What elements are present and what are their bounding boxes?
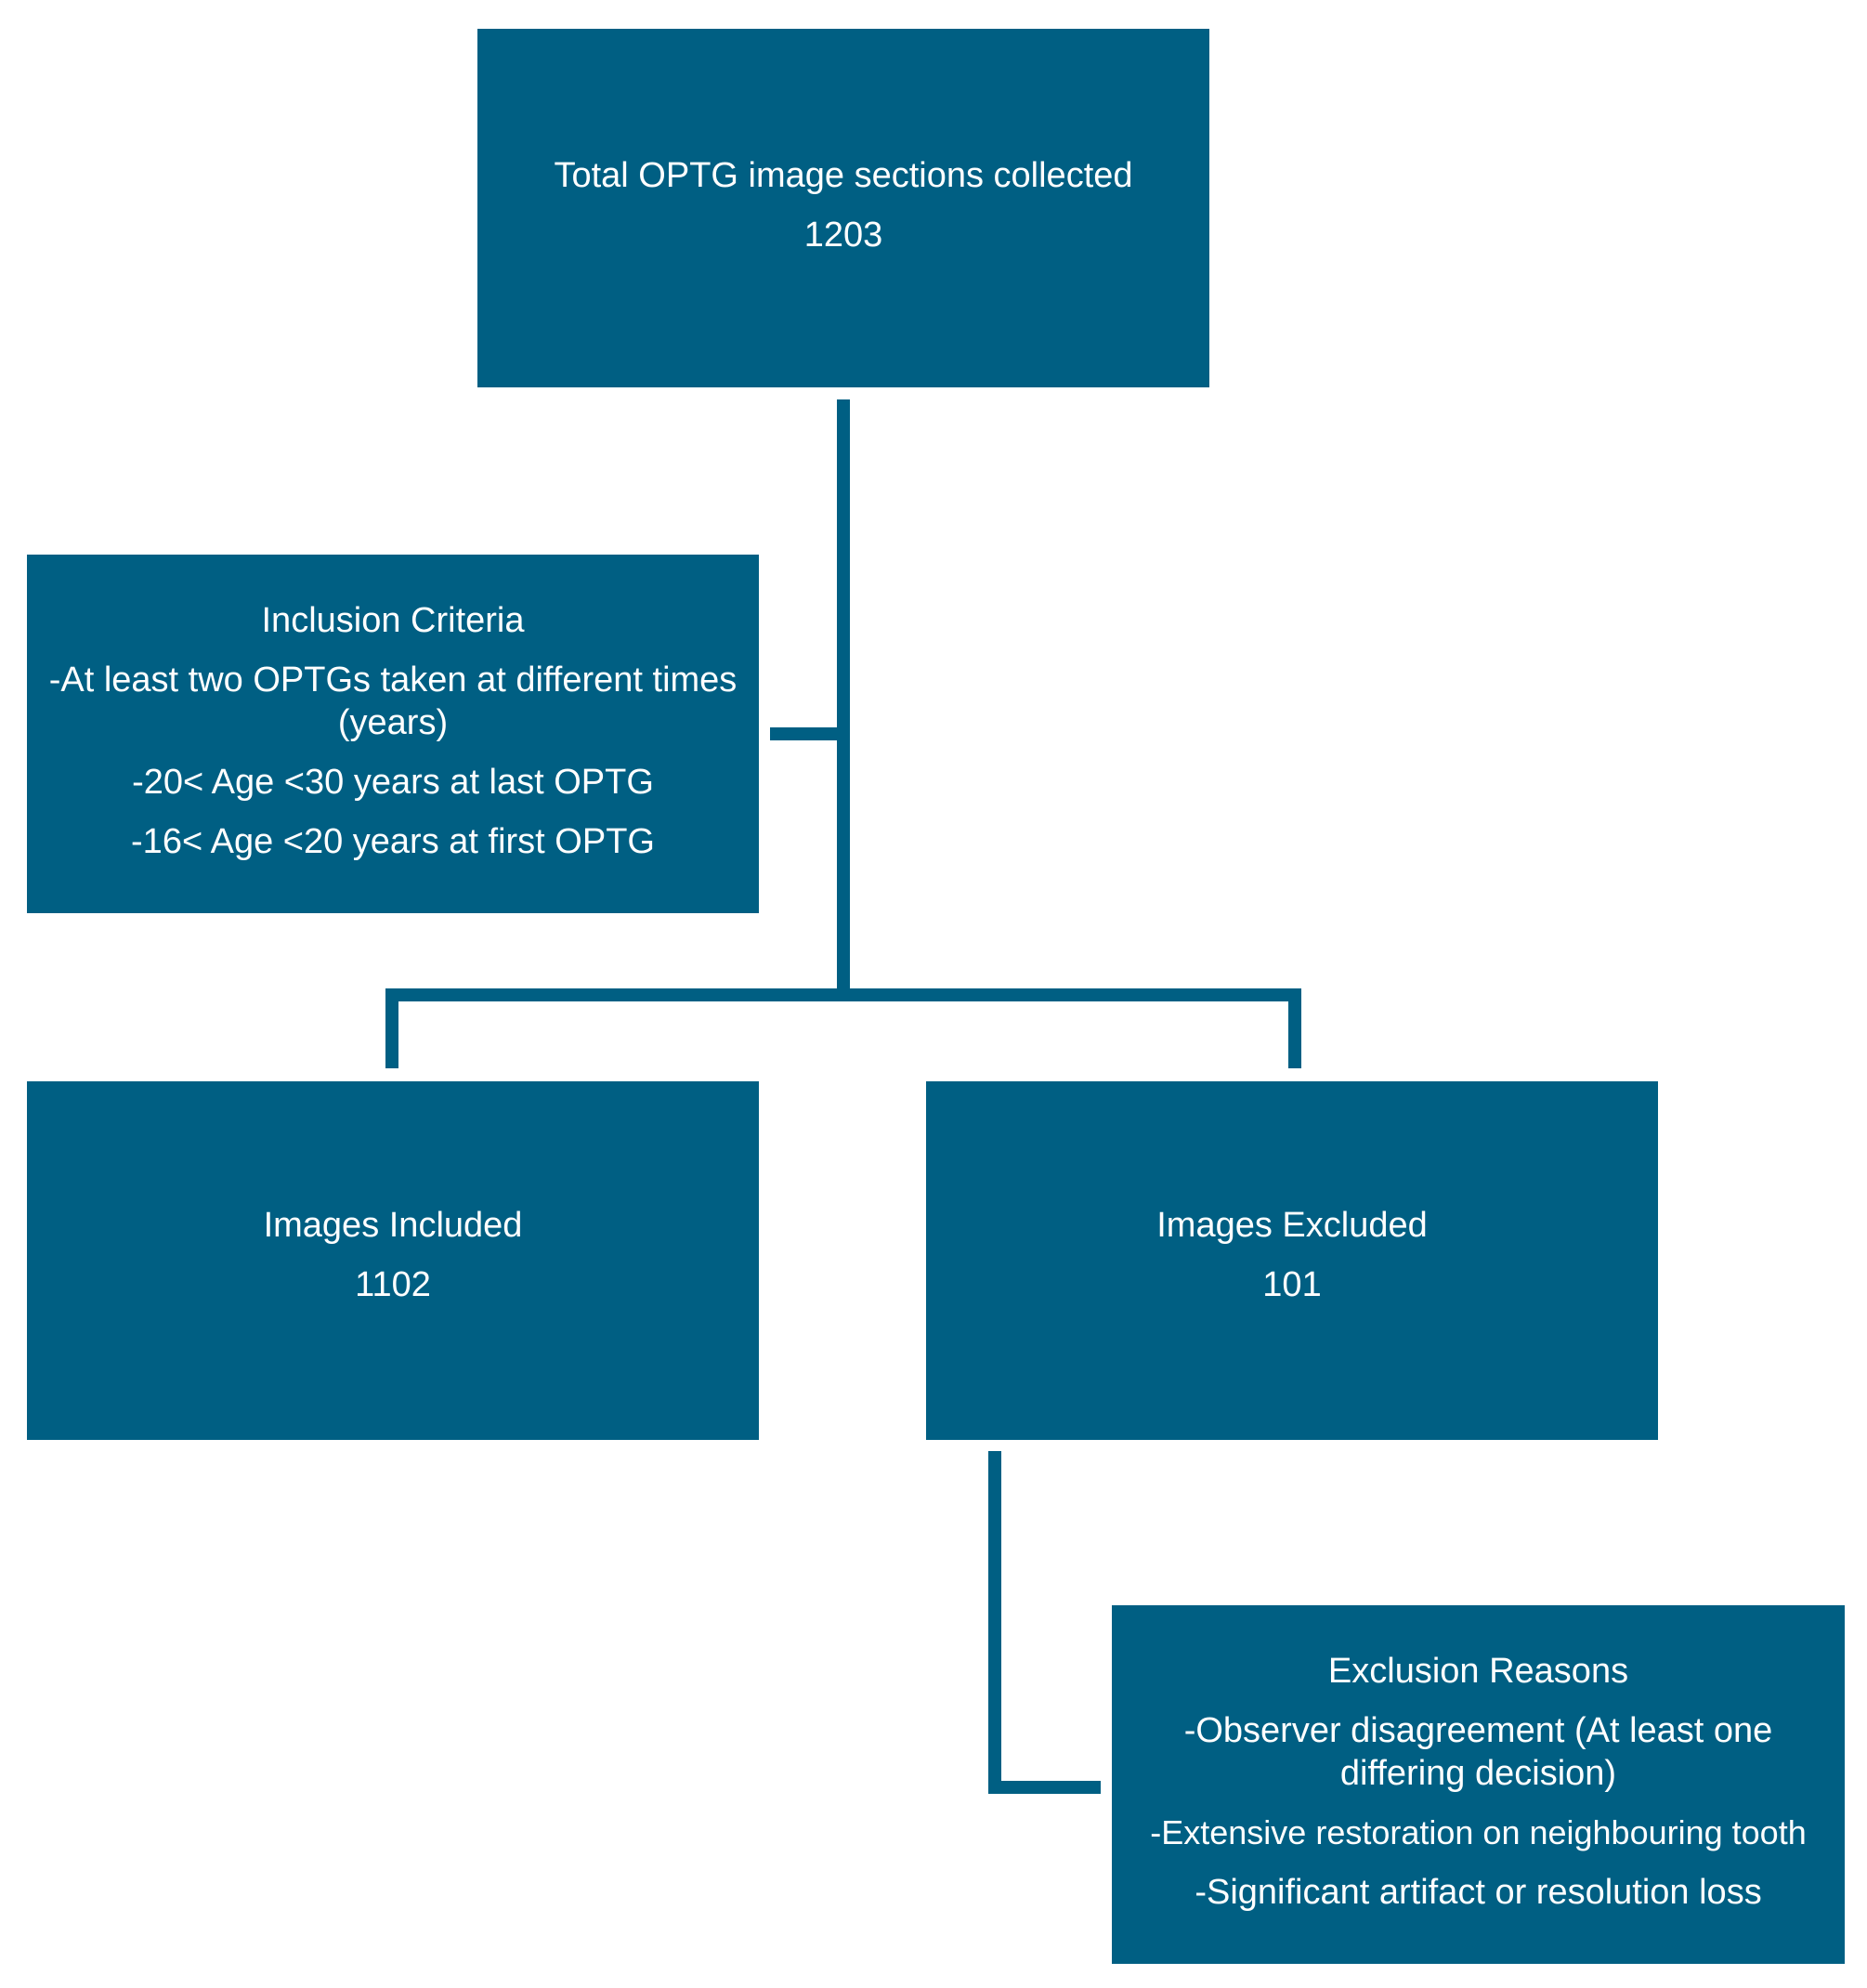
- images-excluded-box: Images Excluded 101: [926, 1081, 1658, 1440]
- inclusion-criteria-item: -16< Age <20 years at first OPTG: [131, 822, 655, 861]
- inclusion-criteria-box: Inclusion Criteria -At least two OPTGs t…: [27, 555, 759, 913]
- exclusion-reasons-box: Exclusion Reasons -Observer disagreement…: [1112, 1605, 1845, 1964]
- connector-main-vertical: [837, 399, 850, 994]
- images-included-label: Images Included: [263, 1206, 523, 1245]
- exclusion-reasons-title: Exclusion Reasons: [1327, 1652, 1629, 1691]
- exclusion-reason-item: -Significant artifact or resolution loss: [1195, 1873, 1762, 1912]
- exclusion-reason-item: -Extensive restoration on neighbouring t…: [1150, 1813, 1807, 1851]
- total-collected-label: Total OPTG image sections collected: [554, 156, 1133, 195]
- inclusion-criteria-item: -20< Age <30 years at last OPTG: [132, 763, 654, 802]
- images-excluded-count: 101: [1262, 1265, 1322, 1304]
- connector-exclusion-vertical: [988, 1451, 1001, 1794]
- inclusion-criteria-item: -At least two OPTGs taken at different t…: [48, 660, 738, 742]
- exclusion-reason-item: -Observer disagreement (At least one dif…: [1183, 1711, 1773, 1793]
- connector-branch-right: [1288, 988, 1301, 1068]
- connector-exclusion-horizontal: [988, 1781, 1101, 1794]
- images-included-count: 1102: [355, 1265, 431, 1304]
- connector-branch-left: [385, 988, 398, 1068]
- images-included-box: Images Included 1102: [27, 1081, 759, 1440]
- images-excluded-label: Images Excluded: [1156, 1206, 1428, 1245]
- total-collected-box: Total OPTG image sections collected 1203: [477, 29, 1209, 387]
- connector-branch-horizontal: [385, 988, 1301, 1001]
- connector-inclusion-stub: [770, 727, 850, 740]
- inclusion-criteria-title: Inclusion Criteria: [261, 601, 525, 640]
- total-collected-count: 1203: [803, 216, 883, 255]
